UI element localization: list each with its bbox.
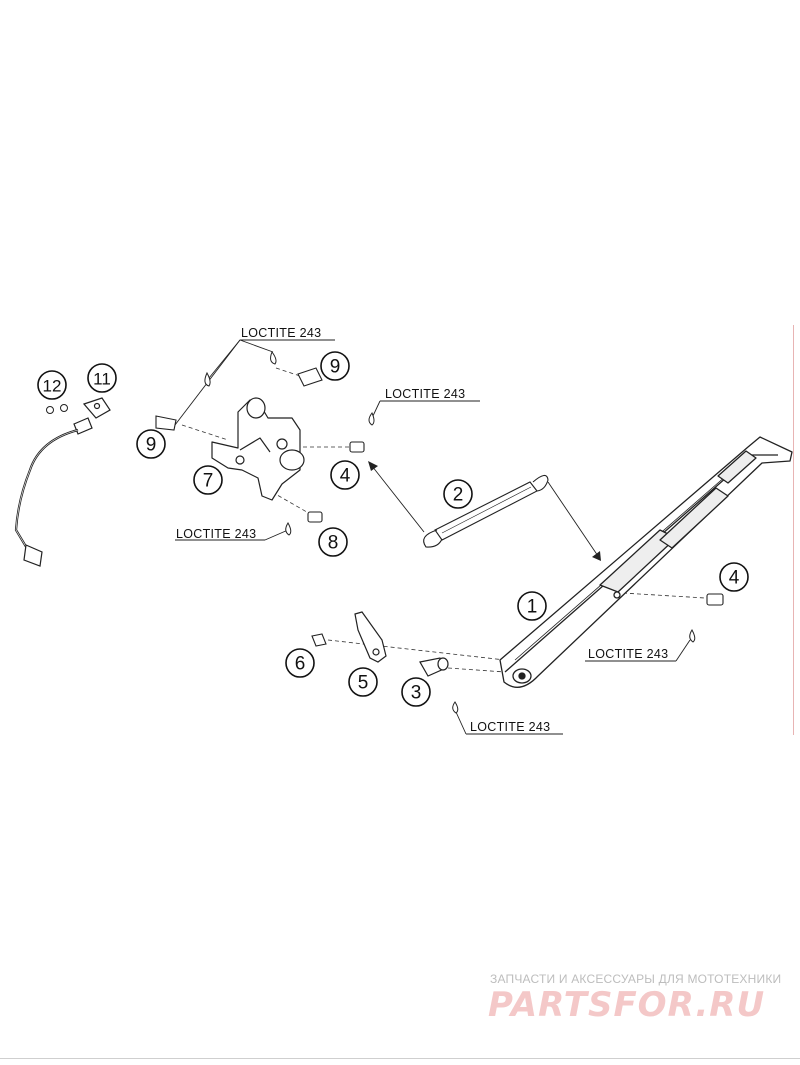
callout-circle [37,370,67,400]
spring-part [423,474,549,548]
loctite-note: LOCTITE 243 [241,326,321,340]
callout-1: 1 [517,591,547,621]
callout-number: 6 [295,654,306,675]
callout-circle [348,667,378,697]
callout-6: 6 [285,648,315,678]
callout-8: 8 [318,527,348,557]
callout-7: 7 [193,465,223,495]
callout-number: 8 [328,533,339,554]
callout-9: 9 [320,351,350,381]
callout-number: 3 [411,683,422,704]
callout-5: 5 [348,667,378,697]
callout-2: 2 [443,479,473,509]
callout-number: 4 [729,568,740,589]
callout-number: 5 [358,673,369,694]
loctite-drops [204,350,696,714]
plate-part [354,611,387,663]
watermark-subtitle: ЗАПЧАСТИ И АКСЕССУАРЫ ДЛЯ МОТОТЕХНИКИ [490,972,782,986]
callout-circle [285,648,315,678]
callout-number: 4 [340,466,351,487]
callout-circle [193,465,223,495]
frame-edge [793,325,794,735]
callout-number: 9 [330,357,341,378]
loctite-note: LOCTITE 243 [588,647,668,661]
loctite-note: LOCTITE 243 [176,527,256,541]
callout-circle [719,562,749,592]
callout-circle [87,363,117,393]
callout-4: 4 [330,460,360,490]
frame-bottom [0,1058,800,1059]
callout-number: 1 [527,597,538,618]
callout-number: 2 [453,485,464,506]
callout-circle [401,677,431,707]
callout-4: 4 [719,562,749,592]
watermark-logo: PARTSFOR.RU [488,985,766,1025]
leader-lines [174,339,691,735]
sensor-cable-part [14,397,111,567]
side-stand-part [499,436,793,688]
callout-number: 11 [93,370,111,389]
callout-circle [136,429,166,459]
callout-circle [517,591,547,621]
callout-11: 11 [87,363,117,393]
callout-3: 3 [401,677,431,707]
loctite-note: LOCTITE 243 [385,387,465,401]
callout-circle [443,479,473,509]
callout-number: 7 [203,471,214,492]
callout-circle [320,351,350,381]
callout-circle [318,527,348,557]
small-screws-part [46,404,68,414]
loctite-note: LOCTITE 243 [470,720,550,734]
callout-12: 12 [37,370,67,400]
assembly-lines [181,367,706,673]
callout-number: 12 [43,377,62,396]
callout-9: 9 [136,429,166,459]
bushing-part [419,657,449,677]
arrow-heads [368,461,601,561]
callout-circle [330,460,360,490]
bracket-part [211,397,305,501]
fasteners [155,367,724,647]
callout-number: 9 [146,435,157,456]
